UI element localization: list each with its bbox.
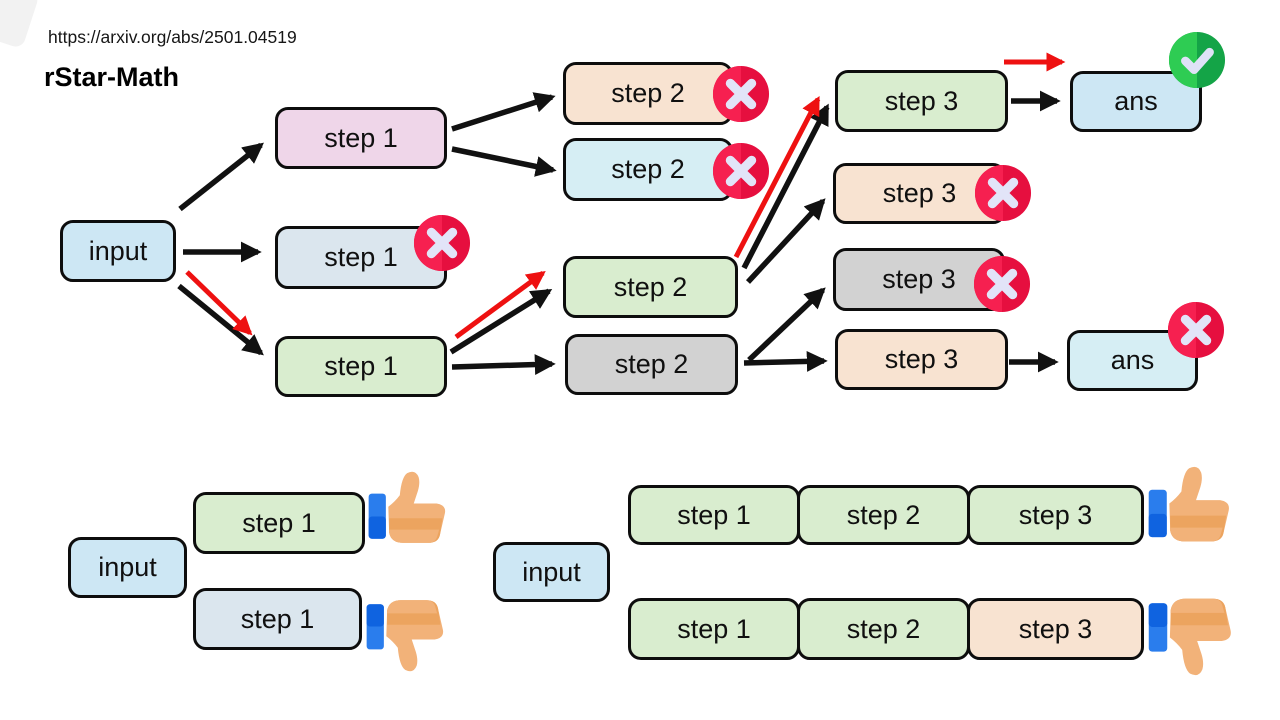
- node-step2-gray: step 2: [565, 334, 738, 395]
- node-label: step 3: [1018, 499, 1093, 530]
- arxiv-url: https://arxiv.org/abs/2501.04519: [48, 27, 297, 47]
- node-step3-peach: step 3: [835, 329, 1008, 390]
- node-label: step 1: [677, 613, 751, 644]
- node-label: step 3: [884, 85, 959, 116]
- br-row1-step1: step 1: [628, 485, 800, 545]
- thumbs-down-icon: [1146, 590, 1236, 678]
- cross-icon: [1167, 301, 1225, 359]
- br-row2-step3: step 3: [967, 598, 1144, 660]
- node-label: input: [88, 235, 148, 266]
- node-label: step 1: [677, 499, 751, 530]
- node-label: step 1: [240, 603, 315, 634]
- node-step2-peach: step 2: [563, 62, 733, 125]
- edge-s1pink-s2cyan: [451, 146, 557, 177]
- edge-s2green-s3green: [741, 103, 830, 270]
- cross-icon: [974, 164, 1032, 222]
- node-label: step 1: [324, 122, 398, 153]
- edge-input-s1green: [177, 283, 264, 356]
- bl-node-step1-good: step 1: [193, 492, 365, 554]
- thumbs-up-icon: [1146, 464, 1234, 550]
- node-label: step 3: [882, 178, 957, 208]
- cross-icon: [712, 65, 770, 123]
- node-input: input: [60, 220, 176, 282]
- node-label: step 2: [614, 349, 689, 379]
- node-step3-green: step 3: [835, 70, 1008, 132]
- thumbs-up-icon: [366, 469, 450, 551]
- node-step2-green: step 2: [563, 256, 738, 318]
- check-icon: [1168, 31, 1226, 89]
- node-label: ans: [1114, 86, 1158, 116]
- bl-node-input: input: [68, 537, 187, 598]
- node-label: step 2: [611, 154, 685, 184]
- cross-icon: [973, 255, 1031, 313]
- br-row1-step2: step 2: [797, 485, 970, 545]
- br-row1-step3: step 3: [967, 485, 1144, 545]
- node-label: ans: [1110, 345, 1155, 375]
- node-ans-wrong: ans: [1067, 330, 1198, 391]
- br-row2-step1: step 1: [628, 598, 800, 660]
- cross-icon: [413, 214, 471, 272]
- node-label: input: [522, 556, 581, 587]
- node-step2-cyan: step 2: [563, 138, 733, 201]
- edge-s2green-s3green-red: [733, 95, 821, 259]
- node-step1-pink: step 1: [275, 107, 447, 169]
- node-label: step 3: [882, 264, 956, 294]
- node-label: step 3: [884, 344, 959, 374]
- node-label: step 1: [324, 242, 398, 272]
- br-node-input: input: [493, 542, 610, 602]
- edge-input-s1pink: [178, 142, 264, 212]
- edge-s2green-s3peachx: [745, 198, 826, 284]
- edge-s1green-s2green: [449, 288, 553, 355]
- bl-node-step1-bad: step 1: [193, 588, 362, 650]
- node-label: step 1: [242, 507, 316, 538]
- edge-s1green-s2green-red: [454, 270, 546, 340]
- edge-s2gray-s3grayx: [747, 287, 826, 362]
- thumbs-down-icon: [364, 592, 448, 674]
- edge-s1pink-s2peach: [451, 92, 556, 132]
- edge-input-s1green-red: [185, 270, 253, 336]
- node-label: input: [98, 552, 157, 582]
- page-title: rStar-Math: [44, 62, 180, 92]
- node-label: step 2: [613, 271, 688, 302]
- edge-s1green-s2gray: [451, 354, 556, 375]
- node-label: step 2: [846, 499, 921, 530]
- node-label: step 2: [846, 613, 921, 644]
- cross-icon: [712, 142, 770, 200]
- br-row2-step2: step 2: [797, 598, 970, 660]
- node-label: step 3: [1018, 613, 1093, 644]
- node-label: step 2: [611, 78, 685, 108]
- edge-s2gray-s3peach: [743, 350, 828, 372]
- node-label: step 1: [324, 351, 398, 381]
- node-step1-green: step 1: [275, 336, 447, 397]
